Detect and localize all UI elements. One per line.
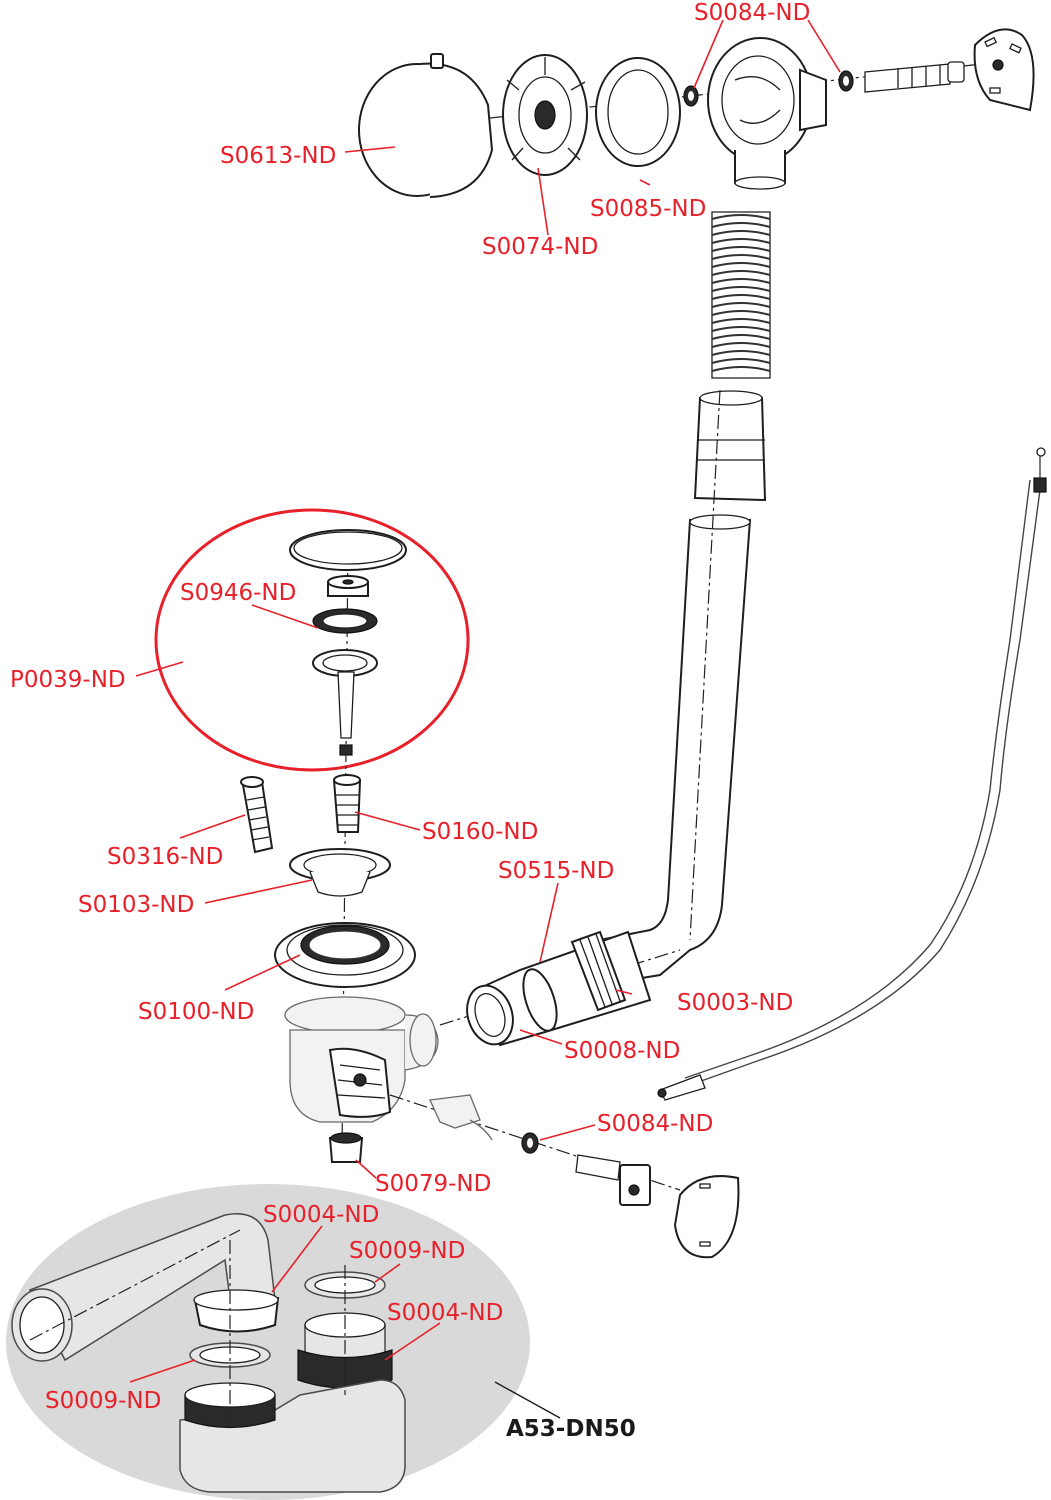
label-s0079: S0079-ND	[375, 1171, 491, 1197]
label-s0160: S0160-ND	[422, 819, 538, 845]
siphon-assembly	[11, 1213, 406, 1493]
label-s0004-top: S0004-ND	[263, 1202, 379, 1228]
label-s0085: S0085-ND	[590, 196, 706, 222]
rotary-plate	[973, 28, 1035, 112]
hose-coil	[711, 310, 771, 316]
hose-coil	[711, 270, 771, 276]
hose-coil	[711, 342, 771, 348]
overflow-assembly	[358, 28, 1035, 198]
hose-coil	[711, 326, 771, 332]
hose-coil	[711, 262, 771, 268]
label-s0946: S0946-ND	[180, 580, 296, 606]
hose-coil	[711, 358, 771, 364]
hose-coil	[711, 246, 771, 252]
hose-coil	[711, 278, 771, 284]
overflow-spindle	[864, 61, 965, 93]
hose-coil	[711, 214, 771, 220]
label-a53-dn50: A53-DN50	[506, 1416, 636, 1442]
label-s0515: S0515-ND	[498, 858, 614, 884]
drain-nut	[328, 1132, 364, 1163]
overflow-body	[707, 37, 827, 190]
lever-spindle	[575, 1154, 651, 1206]
hose-coil	[711, 302, 771, 308]
hose-coil	[711, 286, 771, 292]
hose-coil	[711, 350, 771, 356]
bowden-cable	[657, 447, 1047, 1101]
label-s0103: S0103-ND	[78, 892, 194, 918]
drain-gasket	[274, 922, 416, 988]
hose-coil	[711, 230, 771, 236]
hose-coil	[711, 294, 771, 300]
label-s0009-top: S0009-ND	[349, 1238, 465, 1264]
corrugated-hose	[711, 211, 771, 379]
highlight-circle	[154, 508, 470, 772]
label-s0004-right: S0004-ND	[387, 1300, 503, 1326]
label-s0100: S0100-ND	[138, 999, 254, 1025]
overflow-spider	[502, 54, 588, 176]
drain-body	[284, 996, 439, 1123]
hose-adapter	[693, 390, 767, 502]
label-s0613: S0613-ND	[220, 143, 336, 169]
label-s0074: S0074-ND	[482, 234, 598, 260]
hose-coil	[711, 366, 771, 372]
hose-coil	[711, 318, 771, 324]
lever-link	[429, 1094, 493, 1141]
plug-assembly	[289, 529, 407, 756]
label-s0008: S0008-ND	[564, 1038, 680, 1064]
leader-lines	[129, 19, 841, 1419]
overflow-ring	[595, 57, 681, 167]
lever-plate	[673, 1175, 740, 1259]
spacer-screw-s0160	[332, 774, 362, 833]
hose-coil	[711, 254, 771, 260]
part-labels: S0084-ND S0613-ND S0085-ND S0074-ND S094…	[10, 0, 810, 1442]
label-s0084-bottom: S0084-ND	[597, 1111, 713, 1137]
label-s0003: S0003-ND	[677, 990, 793, 1016]
hose-coil	[711, 238, 771, 244]
label-p0039: P0039-ND	[10, 667, 126, 693]
hose-coil	[711, 222, 771, 228]
label-s0084-top: S0084-ND	[694, 0, 810, 26]
side-connector	[466, 930, 652, 1047]
drain-flange	[289, 848, 391, 897]
label-s0316: S0316-ND	[107, 844, 223, 870]
label-s0009-left: S0009-ND	[45, 1388, 161, 1414]
overflow-cap	[358, 53, 494, 198]
spacer-screw-s0316	[240, 776, 274, 854]
hose-coil	[711, 334, 771, 340]
